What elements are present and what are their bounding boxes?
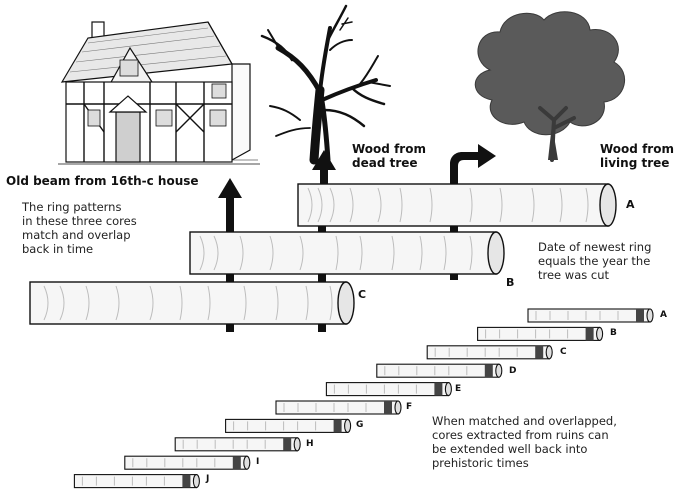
stair-letter-d: D [509, 366, 517, 376]
core-letter-c: C [358, 288, 367, 301]
stair-letter-i: I [256, 457, 260, 467]
stair-core-e [325, 382, 452, 397]
living-tree-label: Wood from living tree [600, 142, 674, 170]
newest-ring-note: Date of newest ring equals the year the … [538, 240, 651, 282]
stair-core-a [527, 308, 654, 323]
stair-letter-c: C [560, 347, 567, 357]
living-tree-illustration [474, 11, 625, 162]
arrow-turn-right-icon [450, 144, 496, 186]
stair-letter-f: F [406, 402, 413, 412]
note-line: prehistoric times [432, 456, 529, 470]
note-line: The ring patterns [22, 200, 122, 214]
note-line: When matched and overlapped, [432, 414, 617, 428]
stair-letter-b: B [610, 328, 617, 338]
stair-letter-e: E [455, 384, 462, 394]
stair-core-h [174, 437, 301, 452]
note-line: cores extracted from ruins can [432, 428, 609, 442]
stair-letter-j: J [206, 474, 210, 484]
core-c [29, 281, 355, 325]
core-b [189, 231, 505, 275]
staircase-cores [73, 308, 654, 489]
stair-core-b [477, 326, 604, 341]
arrow-up-icon [218, 178, 242, 236]
note-line: tree was cut [538, 268, 610, 282]
note-line: in these three cores [22, 214, 137, 228]
house-illustration [58, 21, 260, 165]
note-line: back in time [22, 242, 94, 256]
core-letter-b: B [506, 276, 515, 289]
dead-tree-illustration [260, 4, 391, 165]
ruins-note: When matched and overlapped, cores extra… [432, 414, 617, 470]
note-line: equals the year the [538, 254, 651, 268]
stair-core-j [73, 474, 200, 489]
core-a [297, 183, 617, 227]
dead-tree-label: Wood from dead tree [352, 142, 426, 170]
stair-letter-a: A [660, 310, 667, 320]
core-letter-a: A [626, 198, 635, 211]
stair-letter-h: H [306, 439, 314, 449]
stair-core-i [124, 455, 251, 470]
ring-patterns-note: The ring patterns in these three cores m… [22, 200, 137, 256]
stair-core-g [225, 418, 352, 433]
stair-core-c [426, 345, 553, 360]
living-tree-label-line: living tree [600, 156, 670, 170]
stair-core-d [376, 363, 503, 378]
stair-letter-g: G [356, 420, 364, 430]
note-line: Date of newest ring [538, 240, 652, 254]
dead-tree-label-line: dead tree [352, 156, 418, 170]
note-line: match and overlap [22, 228, 131, 242]
stair-core-f [275, 400, 402, 415]
living-tree-label-line: Wood from [600, 142, 674, 156]
note-line: be extended well back into [432, 442, 588, 456]
arrow-up-icon [312, 150, 336, 198]
dead-tree-label-line: Wood from [352, 142, 426, 156]
old-beam-label: Old beam from 16th-c house [6, 174, 199, 188]
